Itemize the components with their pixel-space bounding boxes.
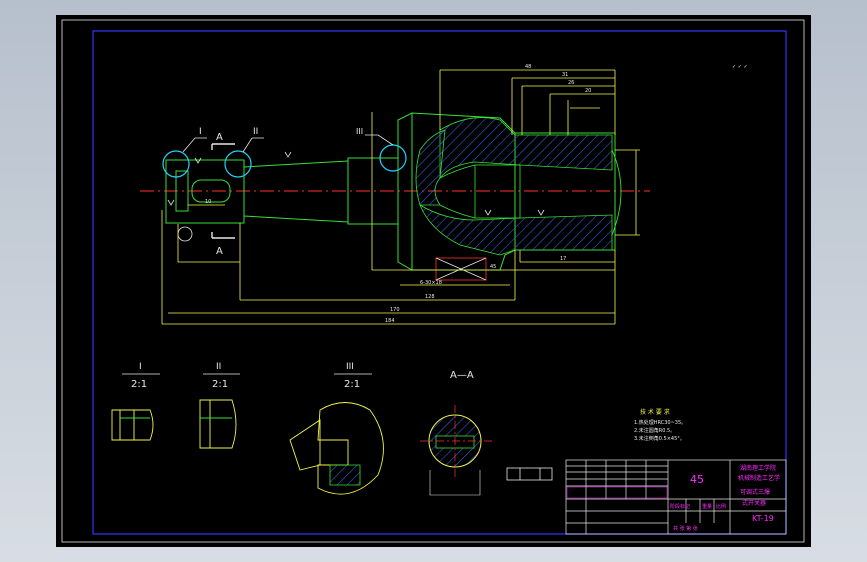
dim-31: 31	[562, 72, 568, 78]
dimension-lines	[161, 69, 640, 325]
detail-II-scale: 2:1	[212, 379, 228, 390]
detail-I-scale: 2:1	[131, 379, 147, 390]
leader-lines	[182, 134, 394, 153]
tech-req-line-3: 3.未注倒角0.5×45°。	[634, 435, 685, 442]
tolerance-frame	[506, 467, 553, 481]
detail-circle-II[interactable]	[224, 150, 252, 178]
tech-req-line-1: 1.热处理HRC30~35。	[634, 419, 686, 426]
course-name: 机械制造工艺学	[738, 474, 780, 482]
part-name: 可调式三爆	[740, 488, 770, 496]
section-AA-title: A—A	[450, 370, 474, 381]
flat-symbol	[435, 257, 487, 281]
detail-II-title: II	[216, 362, 221, 372]
label-A-bottom: A	[216, 246, 223, 257]
roughness-symbols	[167, 151, 545, 216]
hatch-upper	[439, 117, 613, 180]
dim-10: 10	[205, 199, 211, 205]
hatch-lower	[419, 204, 613, 256]
detail-circle-I[interactable]	[162, 150, 190, 178]
detail-I-title: I	[139, 362, 142, 372]
tech-req-title: 技 术 要 求	[640, 408, 670, 416]
scale-label: 比例	[716, 503, 726, 510]
roughness-top-right: ✓ ✓ ✓	[732, 64, 748, 70]
title-block-text-row	[566, 486, 668, 499]
section-arrows	[211, 143, 235, 239]
detail-II-shape	[199, 399, 237, 449]
drawing-canvas	[56, 15, 811, 547]
part-name-2: 式开关器	[742, 499, 766, 507]
detail-III-scale: 2:1	[344, 379, 360, 390]
sheet-label: 共 张 第 张	[673, 525, 698, 532]
weight-label: 重量	[702, 503, 712, 510]
hatch-left	[415, 129, 446, 206]
detail-I-shape	[111, 409, 154, 441]
dim-45: 45	[490, 264, 496, 270]
detail-III-title: III	[346, 362, 354, 372]
title-block	[565, 459, 787, 535]
stage-labels: 阶段标记	[670, 503, 690, 510]
label-II: II	[253, 127, 258, 137]
label-I: I	[199, 127, 202, 137]
dim-26: 26	[568, 80, 574, 86]
dim-184: 184	[385, 318, 395, 324]
outer-frame	[61, 19, 805, 543]
dim-170: 170	[390, 307, 400, 313]
bore-rect	[474, 164, 521, 219]
dim-20: 20	[585, 88, 591, 94]
label-A-top: A	[216, 132, 223, 143]
material: 45	[690, 473, 704, 486]
school-name: 湖南理工学院	[740, 464, 776, 472]
dim-17: 17	[560, 256, 566, 262]
inner-bore	[439, 149, 622, 236]
dim-128: 128	[425, 294, 435, 300]
part-code: KT-19	[752, 514, 774, 523]
dim-flat: 6-30×18	[420, 280, 442, 286]
dim-48: 48	[525, 64, 531, 70]
label-III: III	[356, 127, 363, 136]
tech-req-line-2: 2.未注圆角R0.5。	[634, 427, 675, 434]
detail-III-shape	[317, 402, 384, 495]
inner-frame	[92, 30, 787, 535]
